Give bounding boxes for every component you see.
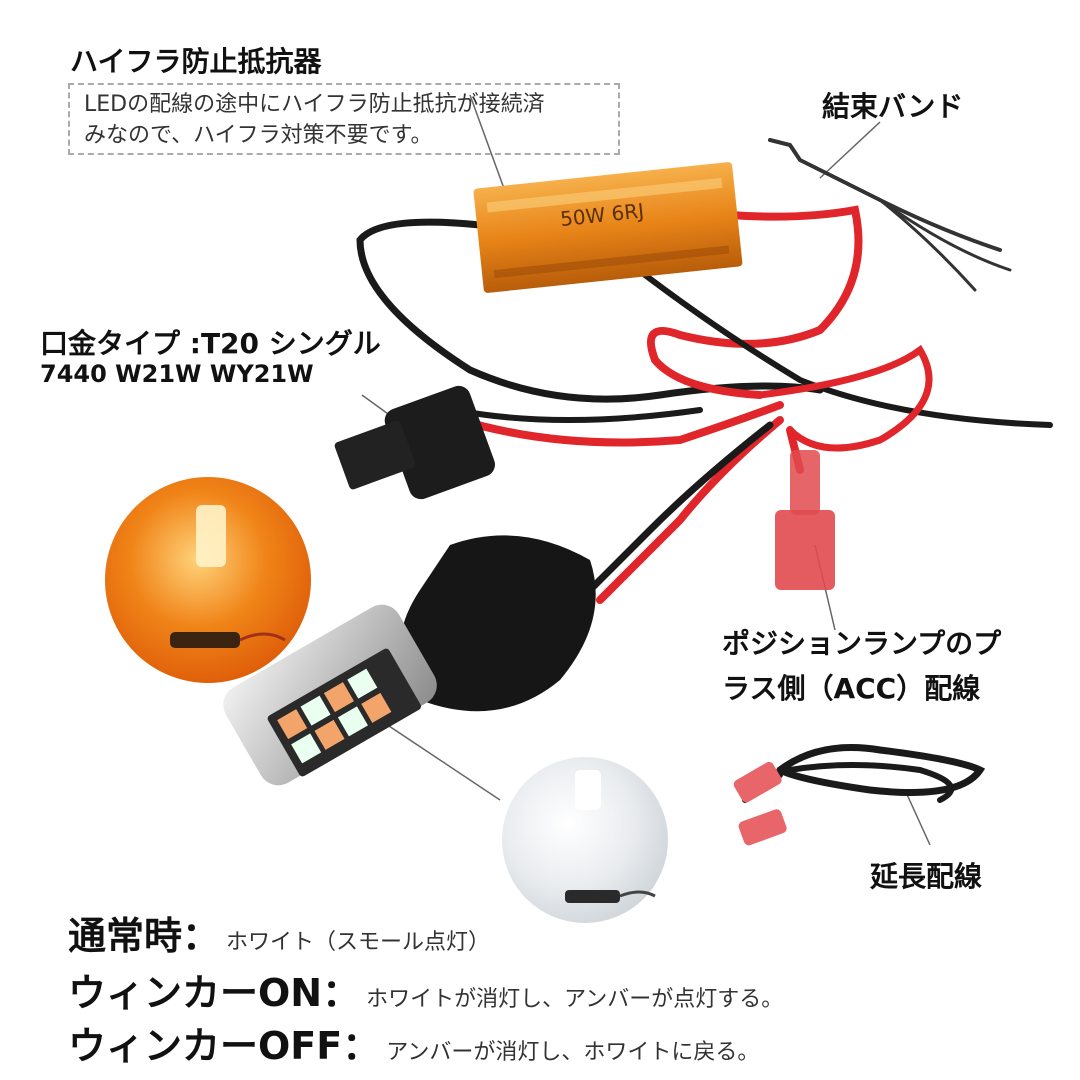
resistor-note-line1: LEDの配線の途中にハイフラ防止抵抗が接続済	[84, 92, 545, 117]
resistor-title: ハイフラ防止抵抗器	[70, 45, 322, 78]
resistor-note: LEDの配線の途中にハイフラ防止抵抗が接続済 みなので、ハイフラ対策不要です。	[68, 83, 620, 155]
t20-socket	[334, 385, 495, 500]
amber-glow-circle	[105, 477, 311, 683]
mode-normal-desc: ホワイト（スモール点灯）	[226, 930, 491, 955]
mode-turn-off-desc: アンバーが消灯し、ホワイトに戻る。	[386, 1040, 760, 1065]
extension-connectors	[733, 761, 787, 846]
socket-type-line2: 7440 W21W WY21W	[40, 360, 314, 388]
wiring	[356, 138, 1053, 803]
red-connector	[775, 450, 835, 590]
led-bulb	[223, 535, 596, 786]
mode-turn-off-head: ウィンカーOFF：	[68, 1024, 381, 1068]
socket-type-line1: 口金タイプ :T20 シングル	[40, 327, 381, 360]
mode-turn-on: ウィンカーON：ホワイトが消灯し、アンバーが点灯する。	[68, 962, 783, 1017]
mode-turn-on-desc: ホワイトが消灯し、アンバーが点灯する。	[366, 987, 784, 1012]
white-glow-circle	[502, 757, 668, 923]
position-wire-line2: ラス側（ACC）配線	[722, 672, 981, 705]
mode-normal: 通常時：ホワイト（スモール点灯）	[68, 905, 490, 960]
cable-tie-label: 結束バンド	[822, 90, 964, 123]
mode-turn-on-head: ウィンカーON：	[68, 971, 361, 1015]
resistor-block	[473, 162, 743, 293]
mode-turn-off: ウィンカーOFF：アンバーが消灯し、ホワイトに戻る。	[68, 1015, 759, 1070]
extension-wire-label: 延長配線	[870, 860, 983, 893]
position-wire-line1: ポジションランプのプ	[722, 627, 1002, 660]
resistor-note-line2: みなので、ハイフラ対策不要です。	[84, 123, 433, 148]
mode-normal-head: 通常時：	[68, 914, 221, 958]
